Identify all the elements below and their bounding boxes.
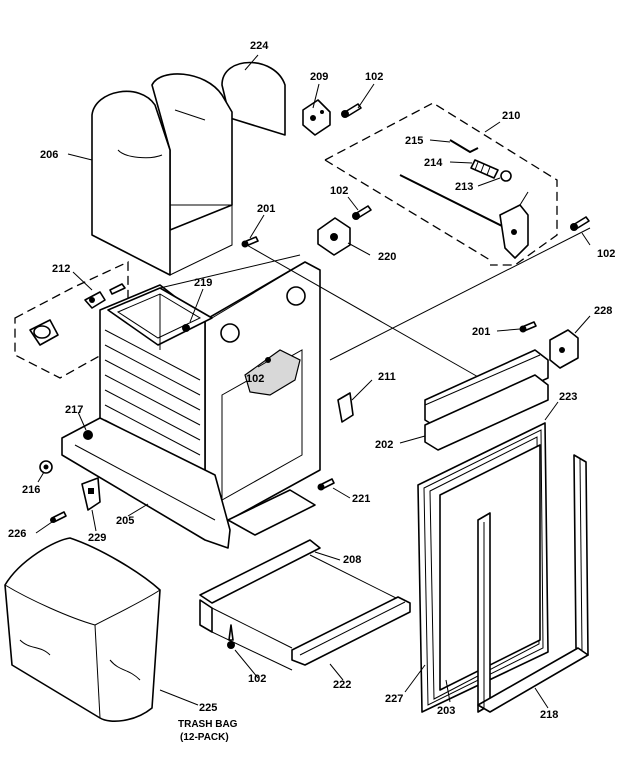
hinge-rail-202 (424, 349, 549, 451)
screw-102-top (341, 103, 362, 118)
label-102-e: 102 (248, 673, 266, 685)
label-201-a: 201 (257, 203, 275, 215)
label-228: 228 (594, 305, 612, 317)
linkage-assembly-210 (324, 102, 558, 266)
label-208: 208 (343, 554, 361, 566)
label-102-d: 102 (246, 373, 264, 385)
label-102-c: 102 (597, 248, 615, 260)
label-201-b: 201 (472, 326, 490, 338)
drawer-handle-222 (291, 596, 411, 666)
label-202: 202 (375, 439, 393, 451)
label-223: 223 (559, 391, 577, 403)
label-221: 221 (352, 493, 370, 505)
screw-217 (83, 430, 93, 440)
label-215: 215 (405, 135, 423, 147)
label-217: 217 (65, 404, 83, 416)
label-216: 216 (22, 484, 40, 496)
label-214: 214 (424, 157, 443, 169)
label-225: 225 (199, 702, 217, 714)
latch-229 (81, 477, 101, 511)
label-229: 229 (88, 532, 106, 544)
screw-102-right (570, 216, 590, 231)
bag-liner-sheets (91, 61, 286, 276)
leader-lines (35, 54, 591, 709)
hinge-228 (549, 329, 579, 369)
label-102-b: 102 (330, 185, 348, 197)
label-218: 218 (540, 709, 558, 721)
door-assembly (417, 422, 589, 713)
screw-216 (39, 460, 53, 474)
part-number-labels: 224 209 102 210 206 215 214 213 102 201 … (8, 40, 615, 743)
cabinet-body (61, 254, 321, 549)
label-226: 226 (8, 528, 26, 540)
label-203: 203 (437, 705, 455, 717)
upper-bracket-209 (302, 99, 331, 136)
label-219: 219 (194, 277, 212, 289)
screw-102-bottom (227, 624, 235, 649)
drawer-rail-208 (199, 539, 401, 671)
label-227: 227 (385, 693, 403, 705)
trash-bag-225 (4, 537, 161, 722)
screw-201-right (519, 321, 537, 333)
label-206: 206 (40, 149, 58, 161)
screw-221 (317, 478, 335, 491)
label-205: 205 (116, 515, 134, 527)
hinge-bracket-220 (317, 217, 351, 256)
caption-twelve-pack: (12-PACK) (180, 732, 229, 743)
bracket-211 (337, 392, 354, 423)
screw-102-mid (352, 205, 372, 220)
label-224: 224 (250, 40, 269, 52)
label-222: 222 (333, 679, 351, 691)
label-212: 212 (52, 263, 70, 275)
screw-226 (50, 511, 67, 523)
label-102-a: 102 (365, 71, 383, 83)
label-210: 210 (502, 110, 520, 122)
label-211: 211 (378, 371, 396, 383)
label-213: 213 (455, 181, 473, 193)
screw-201-upper (241, 236, 259, 248)
label-209: 209 (310, 71, 328, 83)
label-220: 220 (378, 251, 396, 263)
caption-trash-bag: TRASH BAG (178, 719, 238, 730)
